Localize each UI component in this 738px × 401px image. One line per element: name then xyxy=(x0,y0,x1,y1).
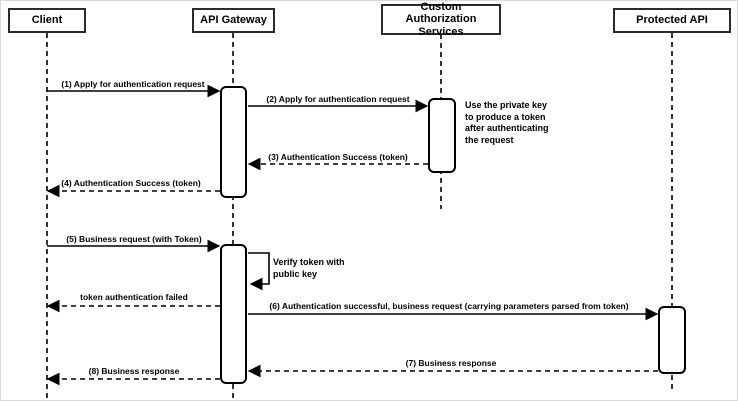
self-message-label: Verify token with public key xyxy=(273,257,345,279)
activation-protected-api xyxy=(658,306,686,374)
activation-custom-authorization-services xyxy=(428,98,456,173)
note-private-key: Use the private key to produce a token a… xyxy=(465,100,549,146)
activation-api-gateway-2 xyxy=(220,244,247,384)
participant-protected-api: Protected API xyxy=(613,8,731,33)
participant-api-gateway: API Gateway xyxy=(192,8,275,33)
participant-client: Client xyxy=(8,8,86,33)
message-2-label: (2) Apply for authentication request xyxy=(266,94,410,104)
message-7-label: (7) Business response xyxy=(405,358,497,368)
message-3-label: (3) Authentication Success (token) xyxy=(268,152,408,162)
message-1-label: (1) Apply for authentication request xyxy=(61,79,205,89)
participant-protected-api-label: Protected API xyxy=(636,14,708,27)
participant-custom-authorization-services-label: Custom Authorization Services xyxy=(405,0,477,38)
participant-client-label: Client xyxy=(31,14,63,27)
message-6-label: (6) Authentication successful, business … xyxy=(269,301,629,311)
message-fail-label: token authentication failed xyxy=(80,292,188,302)
message-8-label: (8) Business response xyxy=(88,366,180,376)
participant-custom-authorization-services: Custom Authorization Services xyxy=(381,1,501,38)
message-4-label: (4) Authentication Success (token) xyxy=(61,178,201,188)
activation-api-gateway-1 xyxy=(220,86,247,198)
message-5-label: (5) Business request (with Token) xyxy=(66,234,202,244)
participant-api-gateway-label: API Gateway xyxy=(200,14,267,27)
self-message-arrow xyxy=(248,252,270,291)
